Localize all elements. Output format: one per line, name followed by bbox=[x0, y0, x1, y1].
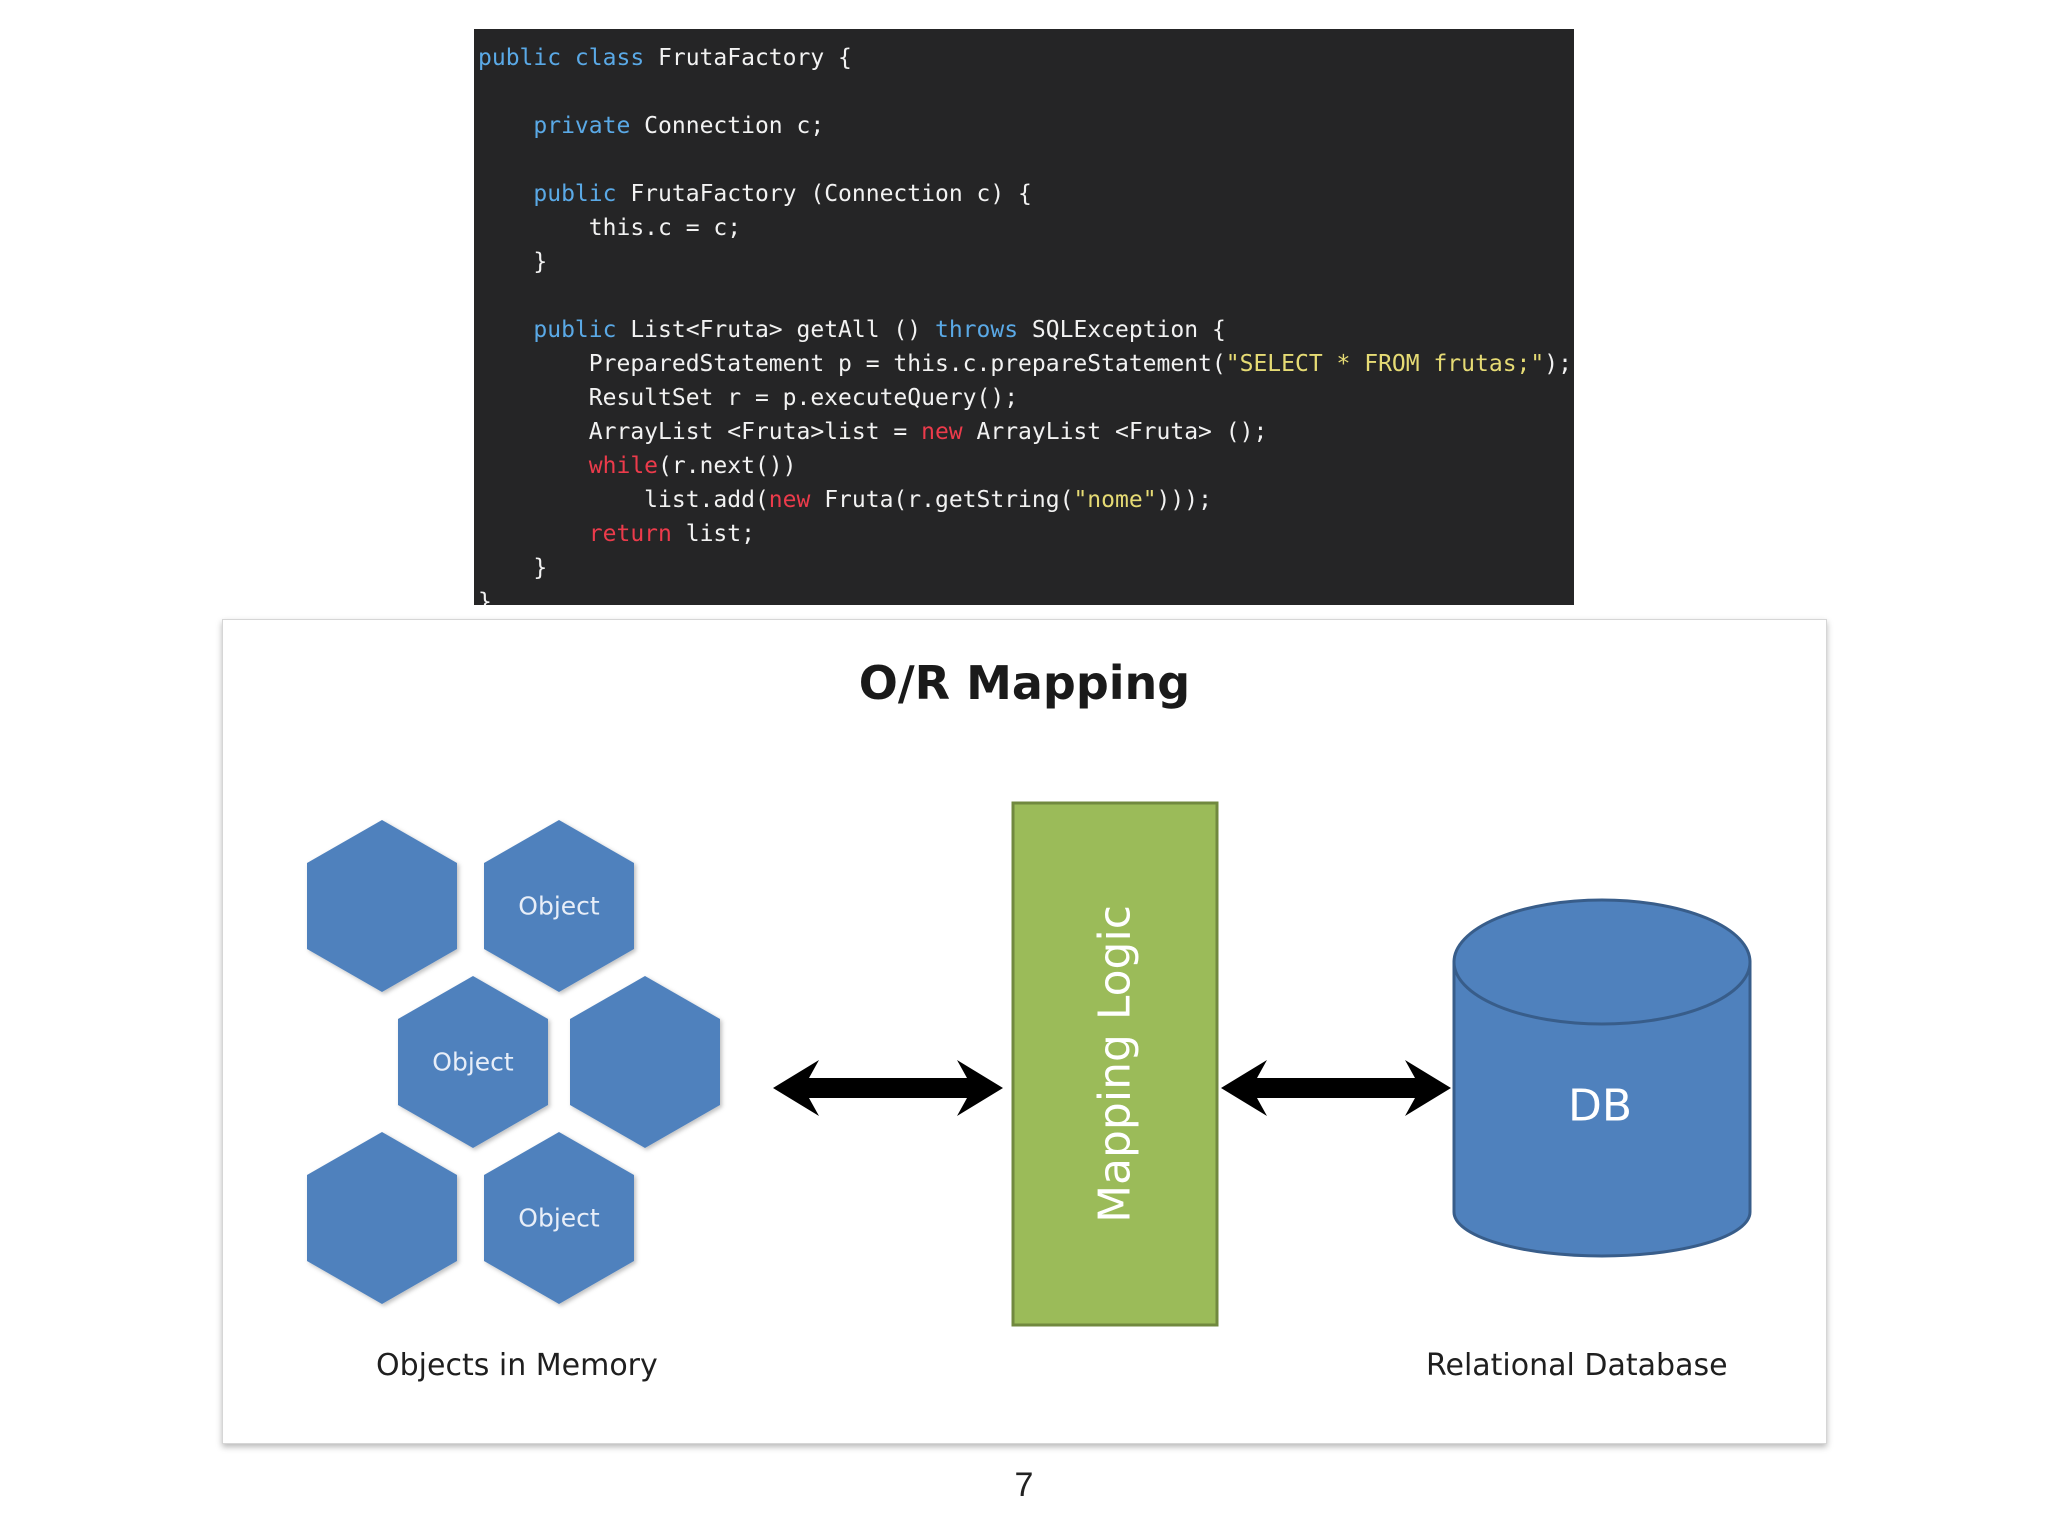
code-token bbox=[478, 453, 589, 479]
code-token: Fruta(r.getString( bbox=[810, 487, 1074, 513]
code-token: } bbox=[478, 555, 548, 581]
hexagon-object bbox=[307, 820, 457, 992]
code-token: ArrayList <Fruta>list = bbox=[478, 419, 922, 445]
code-token: public bbox=[533, 317, 617, 343]
code-token: throws bbox=[934, 317, 1019, 343]
code-line: ResultSet r = p.executeQuery(); bbox=[478, 381, 1018, 415]
code-token: "nome" bbox=[1073, 487, 1157, 513]
hexagon-object bbox=[570, 976, 720, 1148]
code-token bbox=[478, 113, 533, 139]
code-token: public bbox=[533, 181, 617, 207]
code-token: list.add( bbox=[478, 487, 769, 513]
code-line: public class FrutaFactory { bbox=[478, 41, 852, 75]
code-token bbox=[478, 181, 533, 207]
code-token: FrutaFactory (Connection c) { bbox=[616, 181, 1032, 207]
code-token: } bbox=[478, 589, 492, 605]
code-token: list; bbox=[671, 521, 755, 547]
hexagon-label: Object bbox=[518, 892, 600, 921]
code-token: ); bbox=[1544, 351, 1572, 377]
code-token: "SELECT * FROM frutas;" bbox=[1225, 351, 1545, 377]
code-token: return bbox=[588, 521, 672, 547]
code-line: public List<Fruta> getAll () throws SQLE… bbox=[478, 313, 1226, 347]
code-token: FrutaFactory { bbox=[644, 45, 852, 71]
hexagon-object: Object bbox=[398, 976, 548, 1148]
double-arrow-left bbox=[773, 1060, 1003, 1116]
code-token: new bbox=[921, 419, 963, 445]
code-token: ArrayList <Fruta> (); bbox=[962, 419, 1268, 445]
code-line: } bbox=[478, 585, 492, 605]
caption-relational-database: Relational Database bbox=[1426, 1348, 1728, 1383]
code-line: list.add(new Fruta(r.getString("nome")))… bbox=[478, 483, 1212, 517]
code-token: (r.next()) bbox=[658, 453, 797, 479]
diagram-title: O/R Mapping bbox=[858, 656, 1191, 710]
code-token bbox=[478, 521, 589, 547]
double-arrow-right bbox=[1221, 1060, 1451, 1116]
code-token: ResultSet r = p.executeQuery(); bbox=[478, 385, 1019, 411]
page-number: 7 bbox=[1014, 1466, 1034, 1504]
hexagon-object: Object bbox=[484, 1132, 634, 1304]
code-token bbox=[478, 317, 533, 343]
code-token: List<Fruta> getAll () bbox=[616, 317, 935, 343]
code-line: } bbox=[478, 551, 547, 585]
code-token: public class bbox=[478, 45, 645, 71]
db-label: DB bbox=[1568, 1081, 1632, 1132]
code-line: private Connection c; bbox=[478, 109, 824, 143]
code-token: ))); bbox=[1156, 487, 1212, 513]
diagram-graphics: Object Object Object Mapping Logic bbox=[307, 801, 1752, 1327]
code-token: new bbox=[768, 487, 811, 513]
code-line: while(r.next()) bbox=[478, 449, 797, 483]
code-line: return list; bbox=[478, 517, 755, 551]
database-cylinder: DB bbox=[1452, 898, 1752, 1258]
code-line: ArrayList <Fruta>list = new ArrayList <F… bbox=[478, 415, 1268, 449]
code-line: this.c = c; bbox=[478, 211, 741, 245]
code-line: } bbox=[478, 245, 547, 279]
code-token: this.c = c; bbox=[478, 215, 742, 241]
code-line: public FrutaFactory (Connection c) { bbox=[478, 177, 1032, 211]
code-token: while bbox=[588, 453, 659, 479]
caption-objects-in-memory: Objects in Memory bbox=[376, 1348, 658, 1383]
code-token: } bbox=[478, 249, 548, 275]
code-token: PreparedStatement p = this.c.prepareStat… bbox=[478, 351, 1226, 377]
hexagon-object: Object bbox=[484, 820, 634, 992]
code-token: SQLException { bbox=[1018, 317, 1226, 343]
code-token: private bbox=[533, 113, 631, 139]
mapping-logic-box: Mapping Logic bbox=[1011, 801, 1219, 1327]
code-panel: public class FrutaFactory { private Conn… bbox=[474, 29, 1574, 605]
hexagon-label: Object bbox=[518, 1204, 600, 1233]
code-line: PreparedStatement p = this.c.prepareStat… bbox=[478, 347, 1572, 381]
mapping-logic-label: Mapping Logic bbox=[1090, 905, 1141, 1223]
hexagon-label: Object bbox=[432, 1048, 514, 1077]
hexagon-object bbox=[307, 1132, 457, 1304]
code-token: Connection c; bbox=[630, 113, 825, 139]
or-mapping-diagram: O/R Mapping Object Object bbox=[222, 619, 1827, 1444]
